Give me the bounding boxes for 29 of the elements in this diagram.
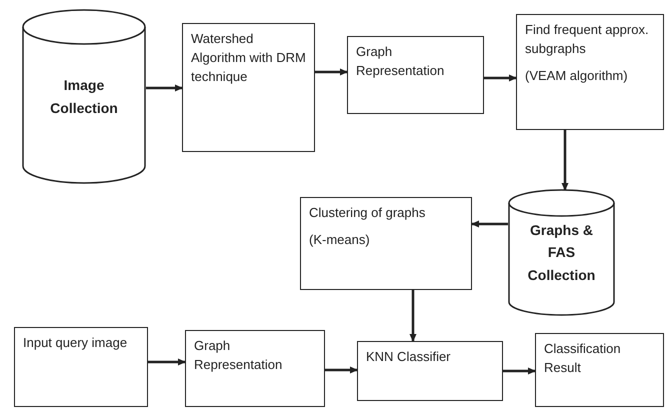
process-box bbox=[182, 23, 315, 152]
box-text: KNN Classifier bbox=[366, 348, 452, 366]
arrow bbox=[325, 366, 358, 374]
box-text: Classification Result bbox=[544, 340, 622, 377]
box-text: (K-means) bbox=[309, 230, 371, 249]
process-box bbox=[535, 333, 664, 407]
box-text: Watershed Algorithm with DRM technique bbox=[191, 30, 306, 86]
box-text: Find frequent approx. subgraphs bbox=[525, 21, 650, 58]
cylinder-label: Image Collection bbox=[49, 76, 119, 118]
cylinder-label: Graphs & FAS Collection bbox=[526, 220, 596, 285]
arrow bbox=[471, 220, 508, 228]
arrow bbox=[484, 74, 517, 82]
process-box bbox=[357, 341, 503, 401]
arrow bbox=[410, 290, 416, 342]
arrow bbox=[503, 368, 536, 374]
process-box bbox=[347, 36, 484, 114]
box-text: (VEAM algorithm) bbox=[525, 66, 629, 85]
box-text: Graph Representation bbox=[194, 337, 284, 374]
box-text: Clustering of graphs bbox=[309, 204, 426, 222]
process-box bbox=[300, 197, 472, 290]
box-text: Graph Representation bbox=[356, 43, 446, 80]
arrow bbox=[146, 84, 183, 92]
process-box bbox=[516, 14, 664, 130]
arrow bbox=[562, 130, 568, 191]
box-text: Input query image bbox=[23, 334, 128, 352]
process-box bbox=[185, 330, 325, 407]
arrow bbox=[148, 358, 186, 366]
arrow bbox=[315, 68, 348, 76]
process-box bbox=[14, 327, 148, 407]
